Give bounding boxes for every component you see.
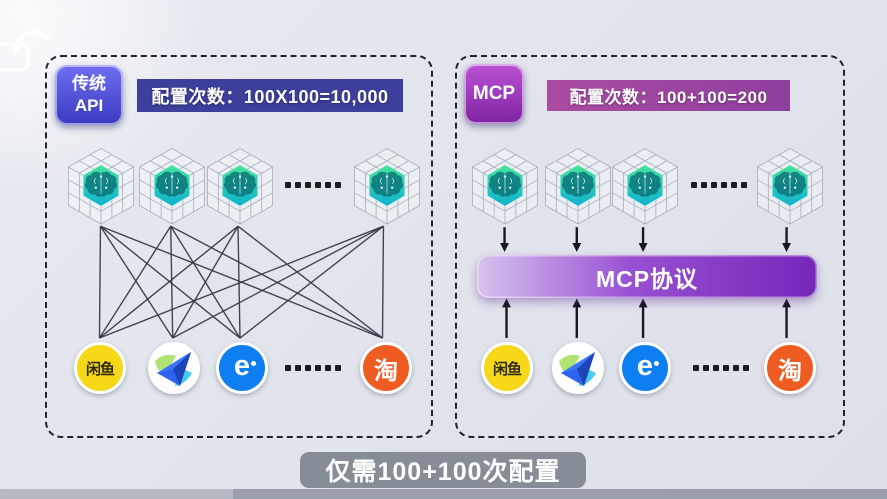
mcp-badge-label: MCP (472, 83, 516, 104)
progress-strip-light (0, 489, 233, 499)
eleme-dot (251, 361, 256, 366)
ai-model-cube-icon (753, 147, 827, 227)
ai-model-cube-icon (203, 147, 277, 227)
undo-arrow-icon[interactable] (0, 16, 64, 72)
eleme-letter: e (636, 350, 654, 382)
eleme-app-icon: e (216, 342, 268, 394)
config-count-bar: 配置次数：100X100=10,000 (137, 79, 403, 112)
badge-line1: 传统 (72, 73, 106, 93)
progress-strip (0, 489, 887, 499)
ellipsis-dots (285, 365, 341, 371)
xianyu-app-icon: 闲鱼 (74, 342, 126, 394)
paper-plane-icon (559, 352, 596, 386)
ellipsis-dots (691, 182, 747, 188)
caption-pill: 仅需100+100次配置 (300, 452, 586, 488)
xianyu-app-icon: 闲鱼 (481, 342, 533, 394)
config-count-bar: 配置次数：100+100=200 (547, 80, 790, 111)
progress-strip-dark[interactable] (233, 489, 887, 499)
feishu-app-icon (148, 342, 200, 394)
badge-line2: API (74, 96, 104, 115)
traditional-api-badge: 传统 API (55, 65, 123, 125)
mcp-panel: MCP 配置次数：100+100=200 (455, 55, 845, 438)
traditional-api-panel: 传统 API 配置次数：100X100=10,000 (45, 55, 433, 438)
ai-model-cube-icon (64, 147, 138, 227)
feishu-app-icon (552, 342, 604, 394)
paper-plane-icon (155, 352, 192, 386)
taobao-app-icon: 淘 (764, 342, 816, 394)
ai-model-cube-icon (468, 147, 542, 227)
mcp-protocol-bar: MCP协议 (477, 255, 817, 298)
eleme-dot (654, 361, 659, 366)
eleme-letter: e (233, 350, 251, 382)
ai-model-cube-icon (608, 147, 682, 227)
taobao-label: 淘 (374, 357, 398, 385)
taobao-app-icon: 淘 (360, 342, 412, 394)
mcp-badge: MCP (464, 64, 524, 124)
taobao-label: 淘 (778, 357, 802, 385)
ai-model-cube-icon (541, 147, 615, 227)
ai-model-cube-icon (135, 147, 209, 227)
ellipsis-dots (285, 182, 341, 188)
ellipsis-dots (693, 365, 749, 371)
eleme-app-icon: e (619, 342, 671, 394)
xianyu-label: 闲鱼 (85, 360, 115, 378)
ai-model-cube-icon (350, 147, 424, 227)
xianyu-label: 闲鱼 (492, 360, 522, 378)
